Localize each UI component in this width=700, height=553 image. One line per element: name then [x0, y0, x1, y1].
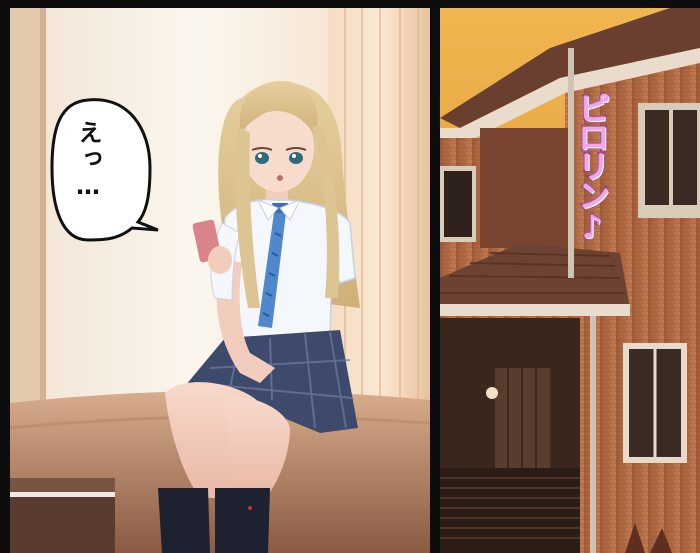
- panel-house-exterior: [440, 8, 700, 553]
- speech-bubble: [50, 98, 159, 242]
- house-illustration: [440, 8, 700, 553]
- speech-bubble-text: えっ…: [74, 120, 102, 202]
- sound-effect-text: ピロリン♪: [572, 91, 613, 245]
- panel-girl-illustration: [10, 8, 430, 553]
- panel-girl-on-bed: えっ…: [10, 8, 430, 553]
